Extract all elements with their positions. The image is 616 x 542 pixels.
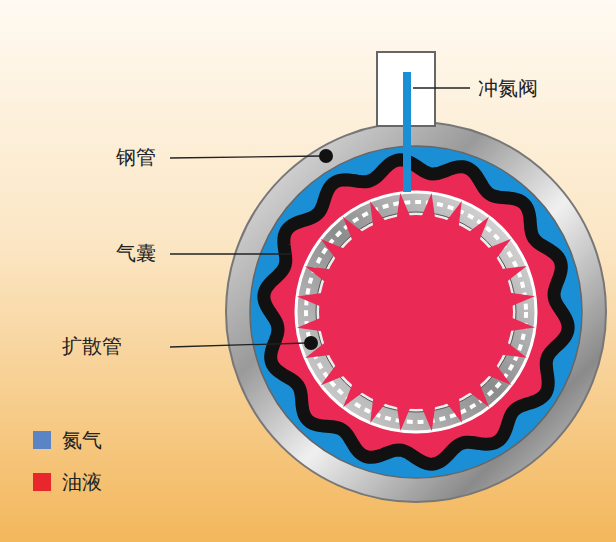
oil-layer — [277, 173, 555, 451]
legend-text: 氮气 — [62, 428, 102, 452]
legend-swatch — [33, 473, 51, 491]
oil-jet — [446, 201, 461, 226]
oil-jet — [488, 365, 511, 385]
oil-jet — [397, 193, 410, 218]
valve-channel — [403, 72, 411, 192]
oil-jet — [397, 406, 410, 431]
bladder — [264, 160, 568, 464]
oil-jet — [321, 239, 344, 259]
oil-jet — [343, 217, 363, 240]
leader-dot — [304, 336, 318, 350]
leader-dot — [319, 149, 333, 163]
oil-jet — [370, 201, 385, 226]
part-label: 冲氮阀 — [478, 76, 538, 100]
legend-text: 油液 — [62, 470, 102, 494]
diffuser-inner-wall — [316, 212, 516, 412]
diffuser-holes — [306, 202, 526, 422]
oil-jet — [422, 193, 435, 218]
oil-jet — [370, 398, 385, 423]
oil-jet — [502, 266, 527, 281]
oil-jet — [297, 318, 322, 331]
oil-jet — [422, 406, 435, 431]
oil-core — [319, 215, 513, 409]
oil-jet — [343, 384, 363, 407]
steel-pipe — [226, 122, 606, 502]
legend-swatch — [33, 431, 51, 449]
oil-jet — [469, 384, 489, 407]
oil-jet — [447, 398, 462, 423]
nitrogen-space — [250, 146, 582, 478]
oil-jet — [321, 365, 344, 385]
diffuser-tube — [296, 192, 536, 432]
oil-jet — [305, 266, 330, 281]
oil-jet — [510, 293, 535, 306]
part-label: 气囊 — [116, 241, 156, 265]
oil-jet — [297, 293, 322, 306]
oil-jet — [502, 342, 527, 357]
oil-jet — [510, 318, 535, 331]
part-label: 钢管 — [116, 145, 156, 169]
oil-jet — [488, 239, 511, 259]
part-label: 扩散管 — [62, 334, 122, 358]
oil-jet — [469, 217, 489, 240]
leader-lines — [170, 88, 470, 347]
